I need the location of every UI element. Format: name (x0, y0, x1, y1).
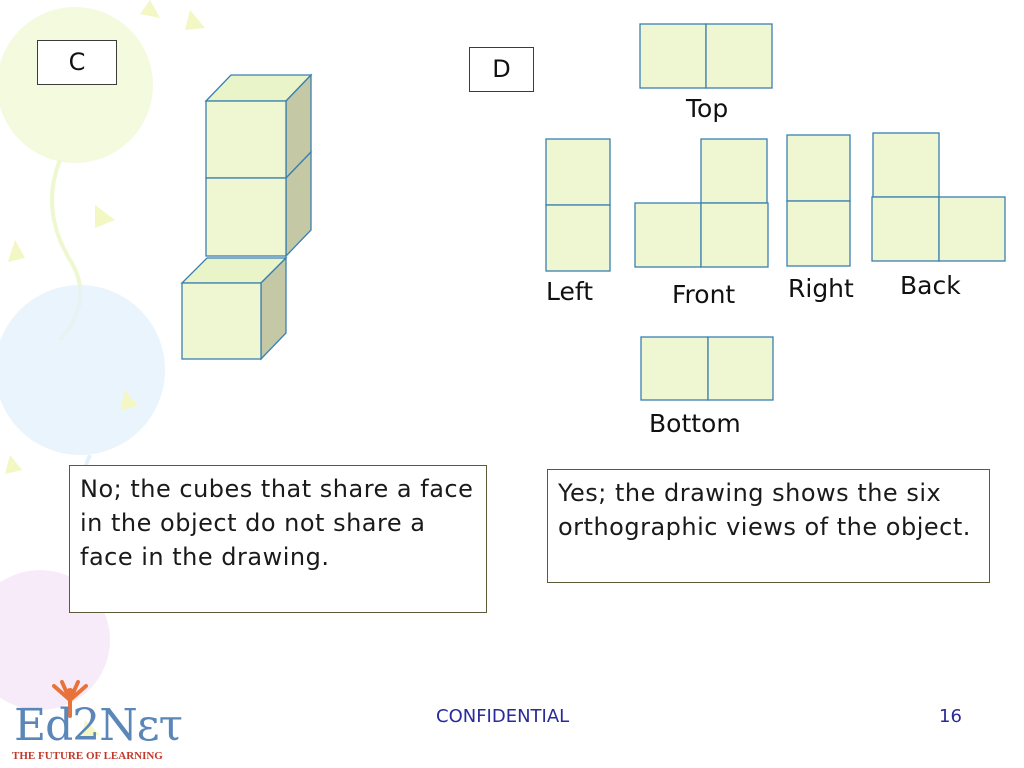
right-view-square-1 (786, 134, 851, 202)
cube-stack-figure (180, 73, 313, 361)
front-view-square-2 (634, 202, 702, 268)
cube-front-1 (205, 100, 287, 179)
view-label-left: Left (546, 277, 594, 306)
back-view-square-1 (872, 132, 940, 198)
label-d: D (469, 47, 534, 92)
answer-d-box: Yes; the drawing shows the six orthograp… (547, 469, 990, 583)
view-label-back: Back (900, 271, 961, 300)
orthographic-views (545, 23, 1006, 401)
back-view-square-2 (871, 196, 940, 262)
logo-tagline: THE FUTURE OF LEARNING (12, 750, 163, 762)
page-number: 16 (939, 706, 962, 727)
cube-front-3 (181, 282, 262, 360)
logo-text: Ed2Nετ (14, 700, 183, 751)
bottom-view-square-1 (640, 336, 709, 401)
top-view-square-1 (639, 23, 707, 89)
label-c: C (37, 40, 117, 85)
back-view-square-3 (938, 196, 1006, 262)
view-label-top: Top (686, 94, 729, 123)
footer-confidential: CONFIDENTIAL (436, 706, 570, 727)
front-view-square-3 (700, 202, 769, 268)
logo-figure-icon (52, 680, 88, 718)
top-view-square-2 (705, 23, 773, 89)
front-view-square-1 (700, 138, 768, 204)
answer-c-box: No; the cubes that share a face in the o… (69, 465, 487, 613)
view-label-bottom: Bottom (649, 409, 741, 438)
bottom-view-square-2 (707, 336, 774, 401)
right-view-square-2 (786, 200, 851, 267)
left-view-square-1 (545, 138, 611, 206)
view-label-right: Right (788, 274, 854, 303)
cube-front-2 (205, 177, 287, 257)
left-view-square-2 (545, 204, 611, 272)
view-label-front: Front (672, 280, 736, 309)
